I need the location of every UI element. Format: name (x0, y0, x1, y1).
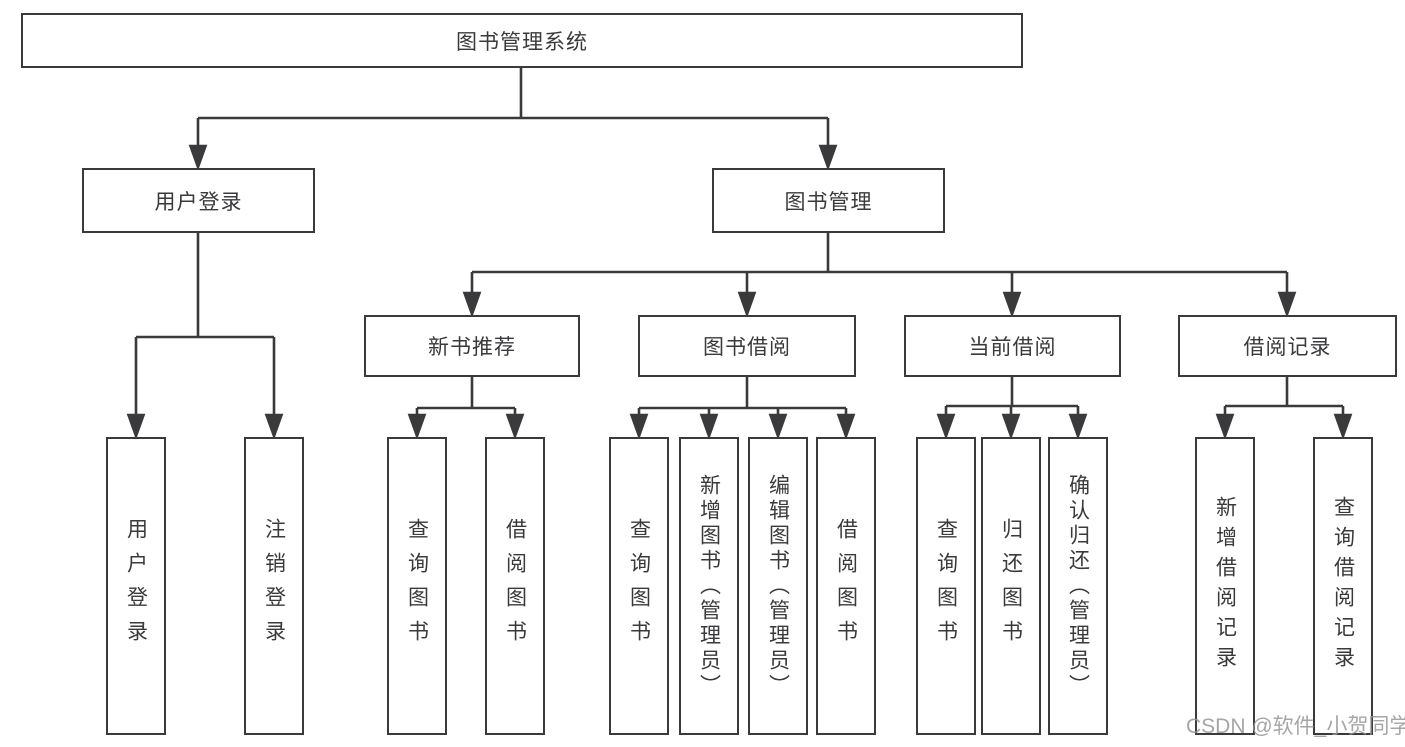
leaf-recommend-query-book: 查询图书 (387, 437, 447, 735)
leaf-borrow-book: 借阅图书 (816, 437, 876, 735)
leaf-confirm-return-admin: 确认归还（管理员） (1048, 437, 1108, 735)
node-user-login-label: 用户登录 (154, 190, 243, 214)
leaf-query-borrow-record-label: 查询借阅记录 (1331, 496, 1355, 676)
leaf-current-query-book-label: 查询图书 (934, 518, 958, 654)
leaf-borrow-query-book: 查询图书 (609, 437, 669, 735)
leaf-return-book-label: 归还图书 (999, 518, 1023, 654)
node-borrow-record: 借阅记录 (1178, 315, 1397, 377)
csdn-watermark: CSDN @软件_小贺同学 (1186, 715, 1405, 738)
leaf-edit-book-admin: 编辑图书（管理员） (748, 437, 808, 735)
leaf-add-book-admin: 新增图书（管理员） (679, 437, 739, 735)
node-borrow-record-label: 借阅记录 (1243, 336, 1332, 359)
node-root-label: 图书管理系统 (456, 30, 588, 54)
leaf-borrow-query-book-label: 查询图书 (627, 518, 651, 654)
leaf-current-query-book: 查询图书 (916, 437, 976, 735)
leaf-add-book-admin-label: 新增图书（管理员） (697, 473, 721, 699)
leaf-return-book: 归还图书 (981, 437, 1041, 735)
node-book-borrow-label: 图书借阅 (703, 336, 791, 359)
leaf-recommend-borrow-book: 借阅图书 (485, 437, 545, 735)
node-root: 图书管理系统 (21, 13, 1023, 68)
leaf-logout-label: 注销登录 (262, 518, 286, 654)
leaf-edit-book-admin-label: 编辑图书（管理员） (766, 473, 790, 699)
leaf-confirm-return-admin-label: 确认归还（管理员） (1066, 473, 1090, 699)
node-book-management-label: 图书管理 (784, 190, 873, 214)
leaf-borrow-book-label: 借阅图书 (834, 518, 858, 654)
leaf-logout: 注销登录 (244, 437, 304, 735)
leaf-user-login: 用户登录 (106, 437, 166, 735)
leaf-add-borrow-record: 新增借阅记录 (1195, 437, 1255, 735)
node-book-borrow: 图书借阅 (638, 315, 856, 377)
node-current-borrow-label: 当前借阅 (968, 336, 1057, 359)
node-new-book-recommend-label: 新书推荐 (428, 336, 516, 359)
node-book-management: 图书管理 (712, 168, 945, 233)
leaf-recommend-borrow-book-label: 借阅图书 (503, 518, 527, 654)
leaf-recommend-query-book-label: 查询图书 (405, 518, 429, 654)
leaf-add-borrow-record-label: 新增借阅记录 (1213, 496, 1237, 676)
leaf-user-login-label: 用户登录 (124, 518, 148, 654)
leaf-query-borrow-record: 查询借阅记录 (1313, 437, 1373, 735)
node-current-borrow: 当前借阅 (904, 315, 1121, 377)
node-user-login: 用户登录 (82, 168, 315, 233)
node-new-book-recommend: 新书推荐 (364, 315, 580, 377)
